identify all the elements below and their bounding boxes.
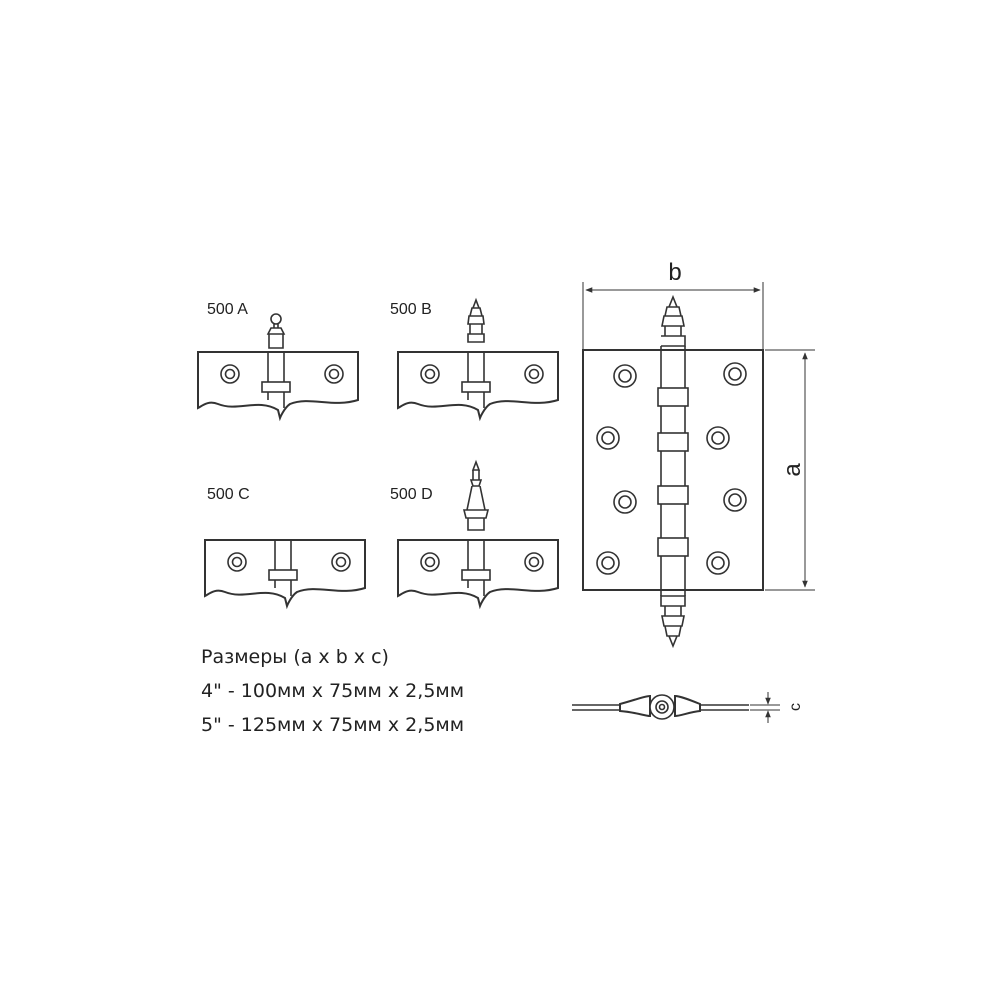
dimension-a-label: a	[779, 463, 806, 477]
spec-row: 4" - 100мм x 75мм x 2,5мм	[201, 680, 464, 702]
specs-heading: Размеры (a x b x c)	[201, 646, 389, 668]
variant-label: 500 C	[207, 486, 250, 503]
dimension-a: a	[765, 349, 815, 591]
dimension-c: c	[750, 692, 804, 723]
dimension-b-label: b	[668, 259, 681, 286]
dimension-c-label: c	[787, 703, 804, 711]
variant-500d: 500 D	[390, 461, 559, 607]
size-specs: Размеры (a x b x c) 4" - 100мм x 75мм x …	[201, 646, 464, 736]
variant-label: 500 D	[390, 486, 433, 503]
variant-500c: 500 C	[204, 486, 366, 607]
hinge-side-view	[572, 694, 749, 720]
variant-500a: 500 A	[197, 301, 359, 419]
variant-label: 500 A	[207, 301, 248, 318]
variant-500b: 500 B	[390, 299, 559, 419]
dimension-b: b	[582, 259, 764, 350]
hinge-front-view	[582, 294, 764, 649]
spec-row: 5" - 125мм x 75мм x 2,5мм	[201, 714, 464, 736]
variant-label: 500 B	[390, 301, 432, 318]
